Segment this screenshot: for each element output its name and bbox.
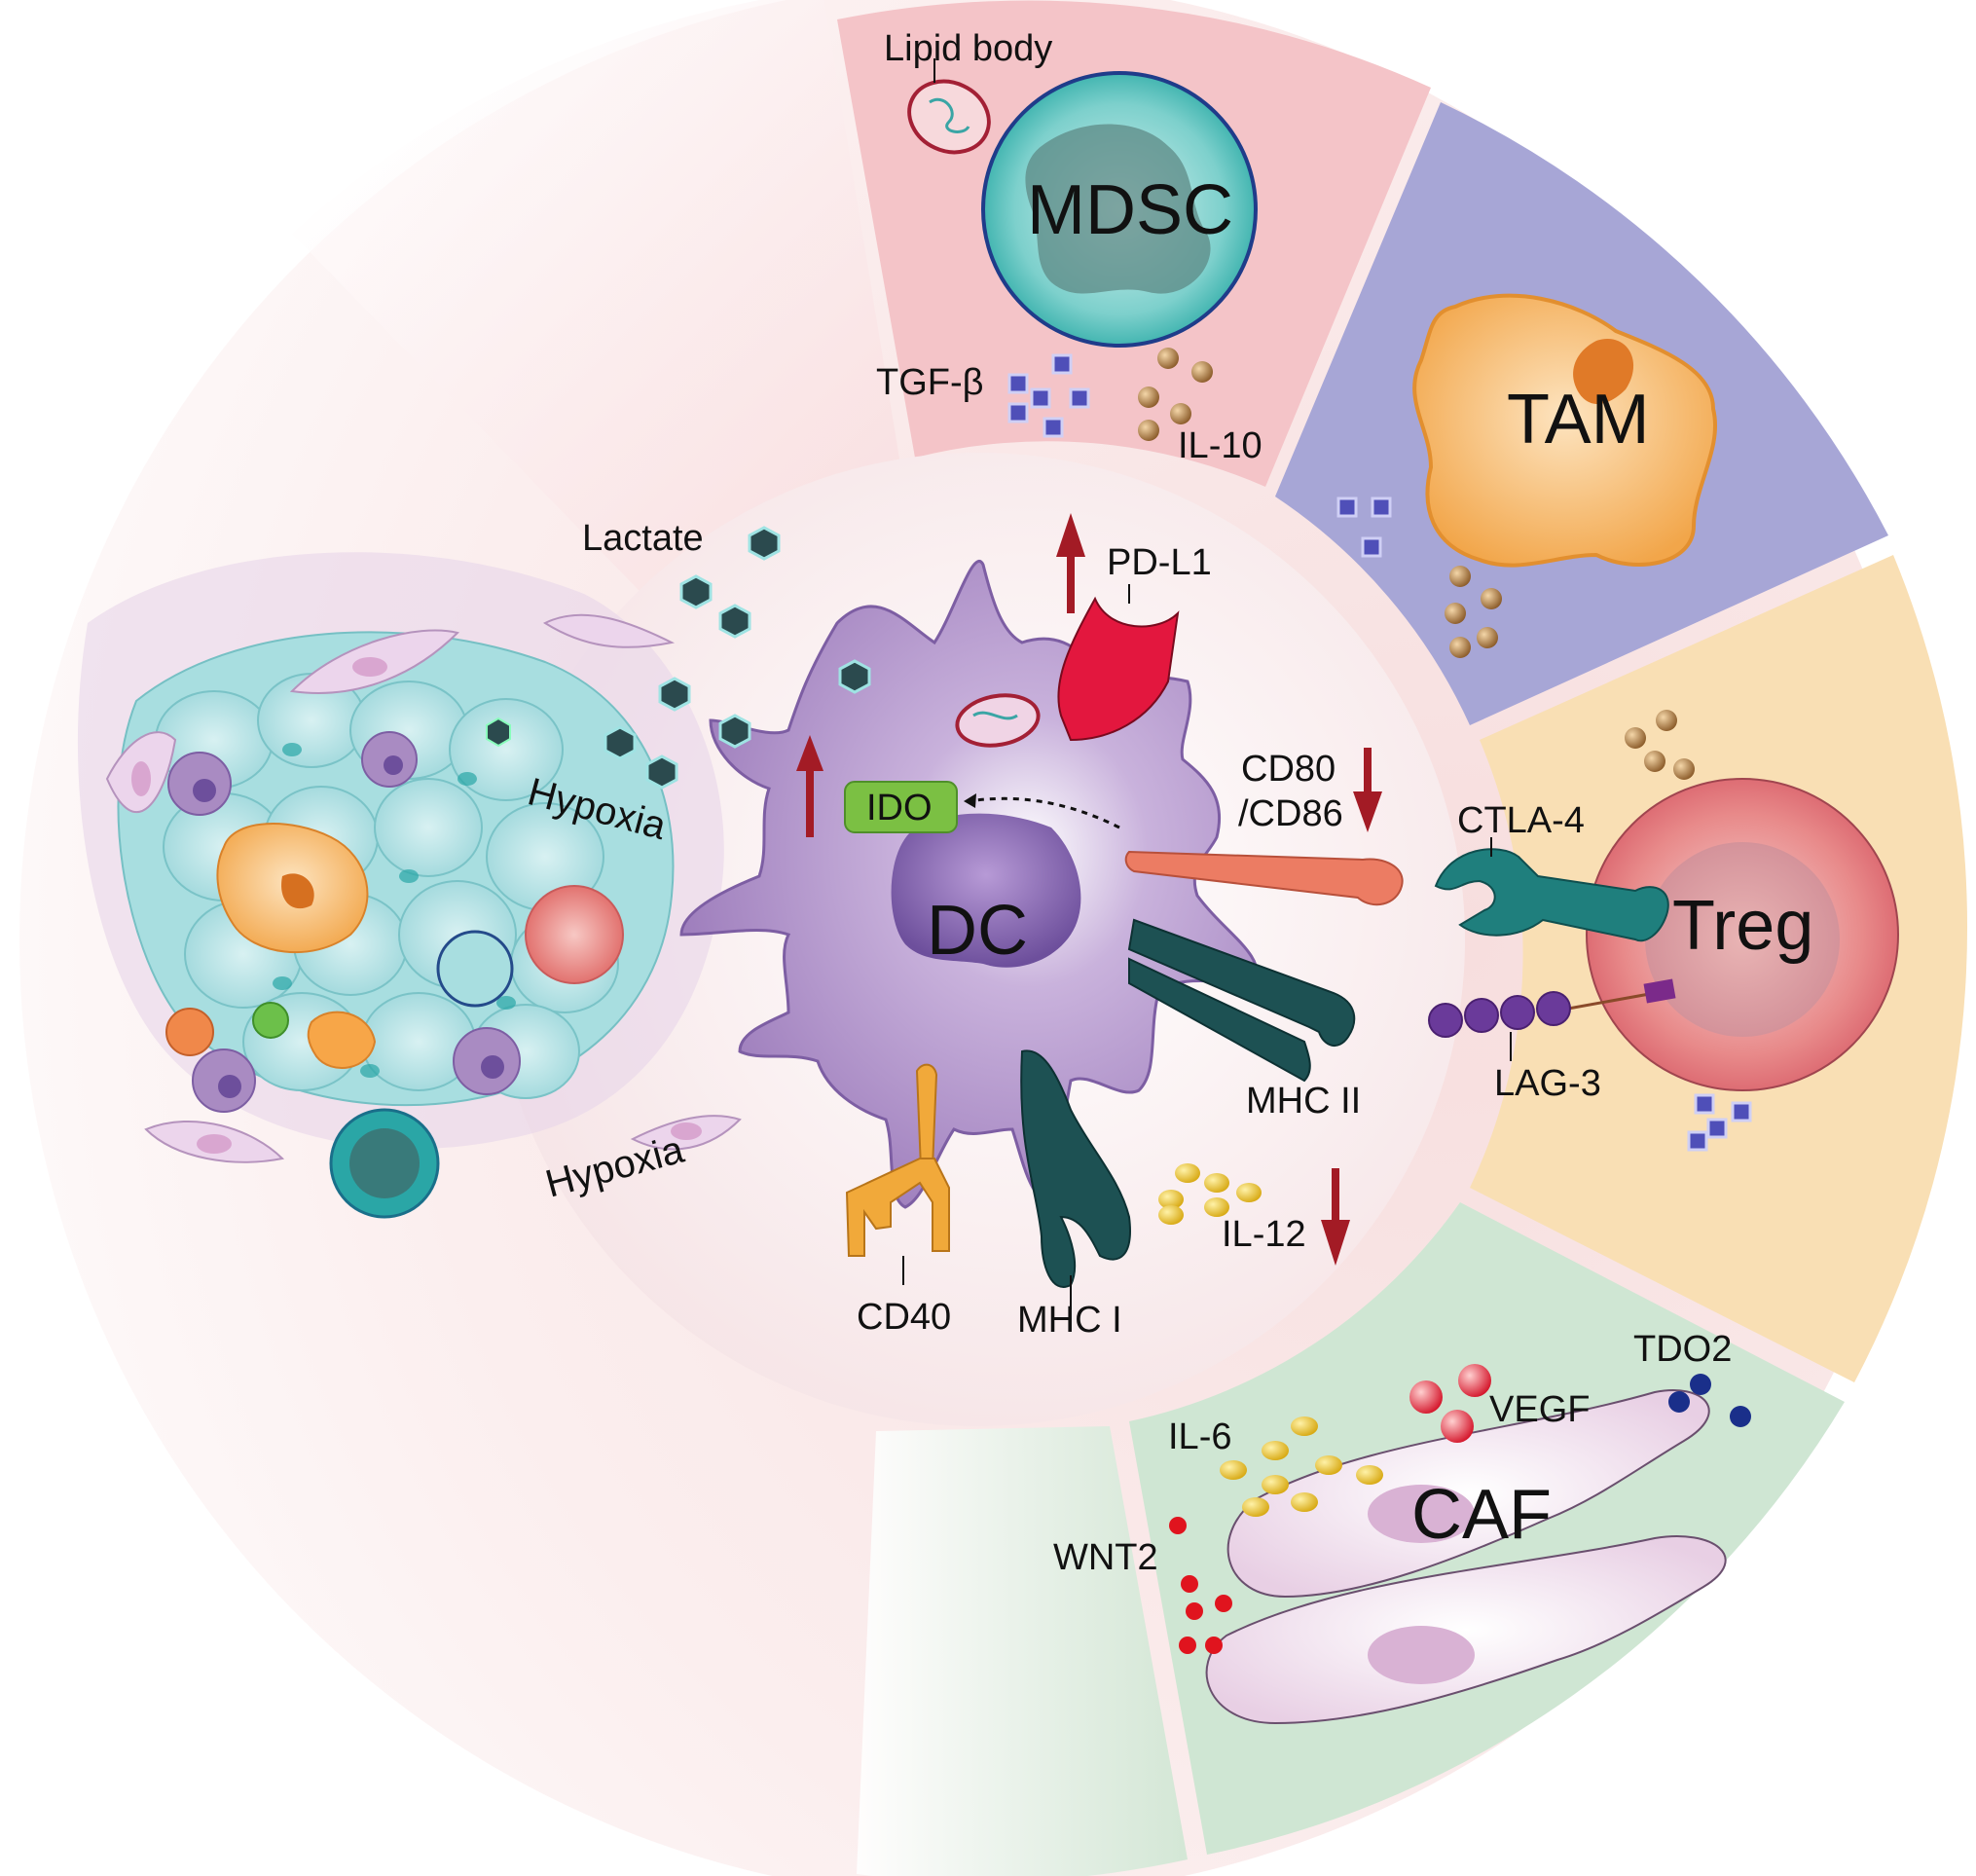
il12-label: IL-12 [1222,1214,1306,1255]
treg-il10-molecules [1625,710,1695,780]
cd80-cd86-ligand [1124,850,1404,906]
cd80-label: CD80 [1241,749,1336,790]
il10-molecules [1138,348,1213,441]
tam-label: TAM [1507,381,1650,459]
mdsc-label: MDSC [1027,171,1233,249]
mhc2-molecule [1127,918,1356,1083]
vegf-label: VEGF [1489,1389,1590,1430]
lipid-body-label: Lipid body [884,28,1052,69]
ctla4-receptor [1434,837,1669,942]
dc-lipid-body [955,693,1041,748]
cd40-label: CD40 [857,1297,951,1338]
tgf-beta-label: TGF-β [876,362,984,403]
tumor-mass [77,552,742,1219]
mdsc-cell [981,71,1258,348]
ido-up-arrow [796,735,823,837]
treg-tgf-beta-molecules [1687,1093,1752,1152]
ido-label: IDO [866,788,933,828]
lag3-receptor [1428,978,1676,1061]
il10-label: IL-10 [1178,425,1262,466]
wnt2-molecules [1169,1517,1232,1654]
mhc2-label: MHC II [1246,1081,1361,1122]
tam-cell [1412,293,1717,568]
treg-label: Treg [1672,887,1813,965]
lactate-molecules [604,526,871,790]
caf-label: CAF [1411,1476,1552,1554]
dc-label: DC [927,892,1028,970]
wnt2-label: WNT2 [1053,1537,1158,1578]
tdo2-label: TDO2 [1633,1329,1732,1370]
mhc1-label: MHC I [1017,1300,1122,1341]
lag3-label: LAG-3 [1494,1063,1601,1104]
lactate-label: Lactate [582,518,704,559]
pdl1-up-arrow [1056,513,1085,613]
vegf-molecules [1409,1364,1491,1443]
treg-cell [1586,778,1899,1091]
pdl1-label: PD-L1 [1107,542,1212,583]
mhc1-molecule [1020,1049,1131,1309]
ido-box [844,781,958,833]
cd40-receptor [845,1063,950,1257]
tdo2-molecules [1668,1374,1751,1427]
pdl1-ligand [1057,584,1180,742]
lipid-body-organelle [907,58,991,155]
il12-molecules [1158,1163,1262,1225]
il6-molecules [1220,1416,1383,1517]
tam-il10-molecules [1445,566,1502,658]
cd80-down-arrow [1353,748,1382,832]
caf-cells [1205,1389,1727,1725]
faded-bottom-sector [857,1426,1188,1876]
il12-down-arrow [1321,1168,1350,1266]
tgf-beta-molecules [1007,353,1090,438]
cd86-label: /CD86 [1238,793,1343,834]
tam-tgf-beta-molecules [1336,497,1392,558]
ctla4-label: CTLA-4 [1457,800,1585,841]
il6-label: IL-6 [1168,1416,1231,1457]
